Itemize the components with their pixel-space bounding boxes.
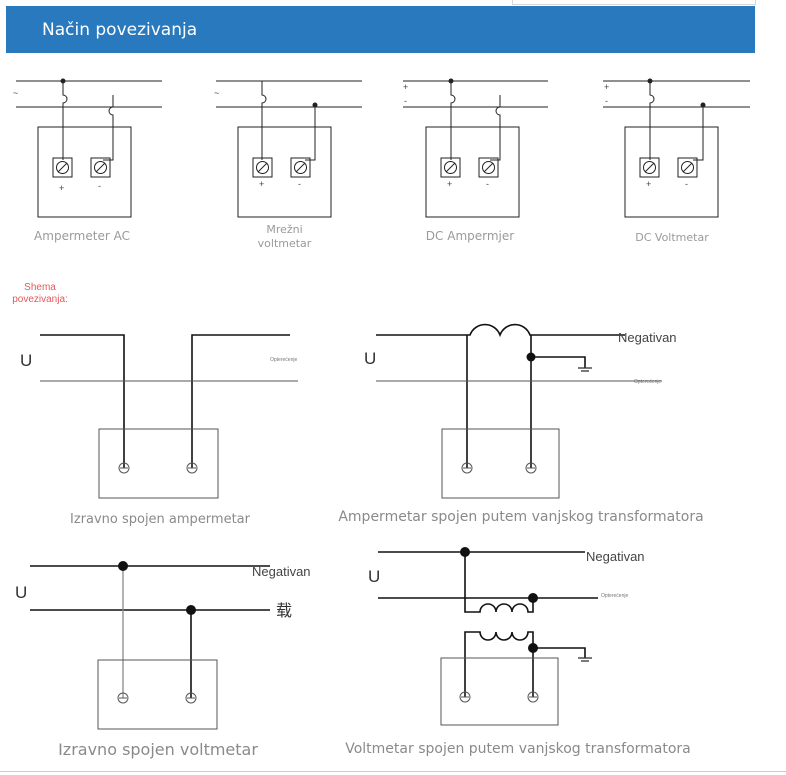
terminal-minus-label: - [685, 179, 688, 189]
caption-direct-ammeter: Izravno spojen ampermetar [69, 512, 250, 527]
caption-pt-voltmeter: Voltmetar spojen putem vanjskog transfor… [345, 741, 691, 757]
load-label: Opterećenje [270, 357, 297, 363]
section-title: Način povezivanja [42, 20, 198, 40]
source-label-u: U [368, 567, 380, 586]
terminal-plus-label: + [447, 179, 452, 189]
negative-label: Negativan [618, 330, 677, 345]
supply-symbol-dc-plus-1: + [403, 82, 408, 92]
caption-dc-ammeter: DC Ampermjer [425, 229, 515, 243]
diagram-dc-voltmeter [603, 78, 750, 218]
supply-symbol-dc-plus-2: + [604, 82, 609, 92]
diagram-ac-ammeter [16, 78, 162, 218]
caption-ac-ammeter: Ampermeter AC [34, 229, 130, 243]
supply-symbol-ac-1: ~ [13, 88, 18, 98]
load-label: 载 [276, 602, 292, 620]
supply-symbol-ac-2: ~ [214, 88, 219, 98]
section-header: Način povezivanja [6, 6, 755, 53]
caption-ac-voltmeter: Mrežni voltmetar [257, 223, 312, 250]
diagram-ct-ammeter [376, 323, 662, 499]
terminal-plus-label: + [259, 179, 264, 189]
negative-label: Negativan [586, 549, 645, 564]
terminal-minus-label: - [486, 179, 489, 189]
supply-symbol-dc-minus-2: - [605, 96, 608, 106]
supply-symbol-dc-minus-1: - [404, 96, 407, 106]
terminal-minus-label: - [298, 179, 301, 189]
terminal-minus-label: - [98, 181, 101, 191]
terminal-plus-label: + [59, 183, 64, 193]
load-label: Opterećenje [634, 379, 661, 385]
diagram-direct-ammeter [40, 334, 298, 499]
negative-label: Negativan [252, 564, 311, 579]
diagram-ac-voltmeter [216, 80, 362, 218]
bottom-divider [0, 771, 786, 772]
diagram-direct-voltmeter [30, 561, 270, 730]
top-edge-decoration [512, 0, 756, 5]
source-label-u: U [15, 583, 27, 602]
diagram-pt-voltmeter [378, 547, 598, 726]
schema-label: Shema povezivanja: [12, 282, 68, 305]
load-label: Opterećenje [601, 593, 628, 599]
terminal-plus-label: + [646, 179, 651, 189]
diagram-dc-ammeter [403, 78, 548, 218]
caption-ct-ammeter: Ampermetar spojen putem vanjskog transfo… [338, 509, 704, 525]
source-label-u: U [364, 349, 376, 368]
source-label-u: U [20, 351, 32, 370]
caption-dc-voltmeter: DC Voltmetar [635, 231, 709, 244]
terminal-blocks [52, 157, 698, 178]
caption-direct-voltmeter: Izravno spojen voltmetar [58, 740, 258, 759]
